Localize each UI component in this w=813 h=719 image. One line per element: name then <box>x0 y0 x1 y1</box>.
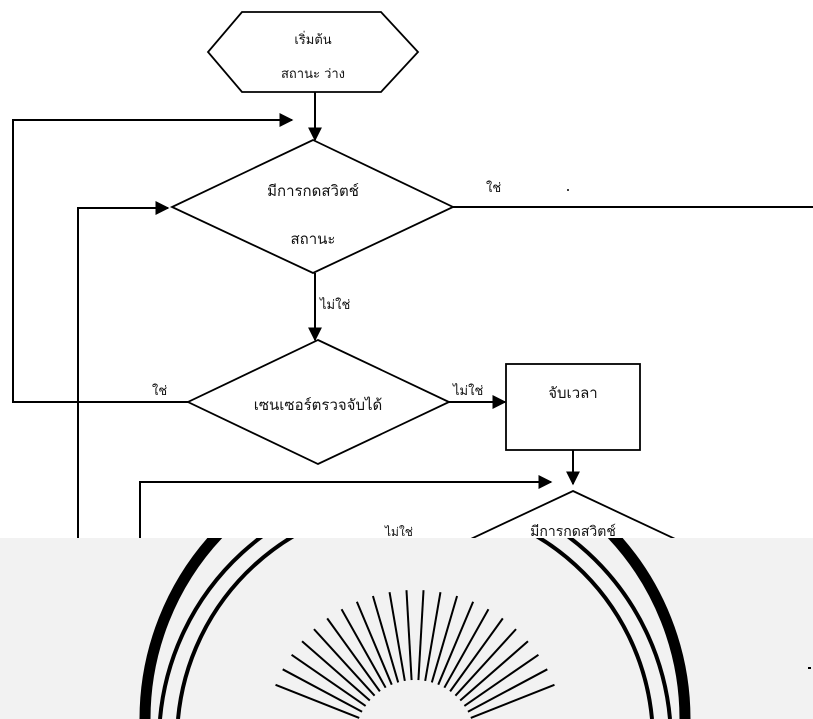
sunburst-ray <box>276 685 360 718</box>
decision2-no-label: ไม่ใช่ <box>452 383 483 399</box>
sunburst-rays <box>276 590 555 718</box>
seal-rings <box>145 538 685 719</box>
sunburst-ray <box>460 641 528 700</box>
sunburst-ray <box>302 641 370 700</box>
start-label-line1: เริ่มต้น <box>294 31 331 48</box>
decision1-no-label: ไม่ใช่ <box>319 297 350 313</box>
sunburst-ray <box>425 592 440 681</box>
sunburst-ray <box>471 685 555 718</box>
decision2-yes-label: ใช่ <box>152 383 167 399</box>
decision3-no-label: ไม่ใช่ <box>384 525 413 538</box>
sunburst-ray <box>406 590 411 680</box>
process-start-timer <box>506 364 640 450</box>
decision1-label-line2: สถานะ <box>291 230 336 248</box>
sunburst-ray <box>418 590 423 680</box>
connector-decision2-yes-loop <box>13 120 292 402</box>
sunburst-ray <box>390 592 405 681</box>
decision3-label-partial: มีการกดสวิตช์ <box>530 523 616 538</box>
decision1-label-line1: มีการกดสวิตช์ <box>267 182 359 200</box>
flowchart: เริ่มต้น สถานะ ว่าง มีการกดสวิตช์ สถานะ … <box>0 0 813 538</box>
speck-mark <box>567 189 569 191</box>
connector-return-decision1 <box>78 208 168 538</box>
process-timer-label: จับเวลา <box>548 384 597 402</box>
decision1-yes-label: ใช่ <box>486 180 501 196</box>
sunburst-seal-emblem-icon <box>0 538 813 719</box>
decision-switch-pressed <box>172 140 453 273</box>
sunburst-ray <box>455 629 516 696</box>
start-label-line2: สถานะ ว่าง <box>281 67 345 82</box>
decision2-label: เซนเซอร์ตรวจจับได้ <box>254 396 383 414</box>
sunburst-ray <box>314 629 375 696</box>
